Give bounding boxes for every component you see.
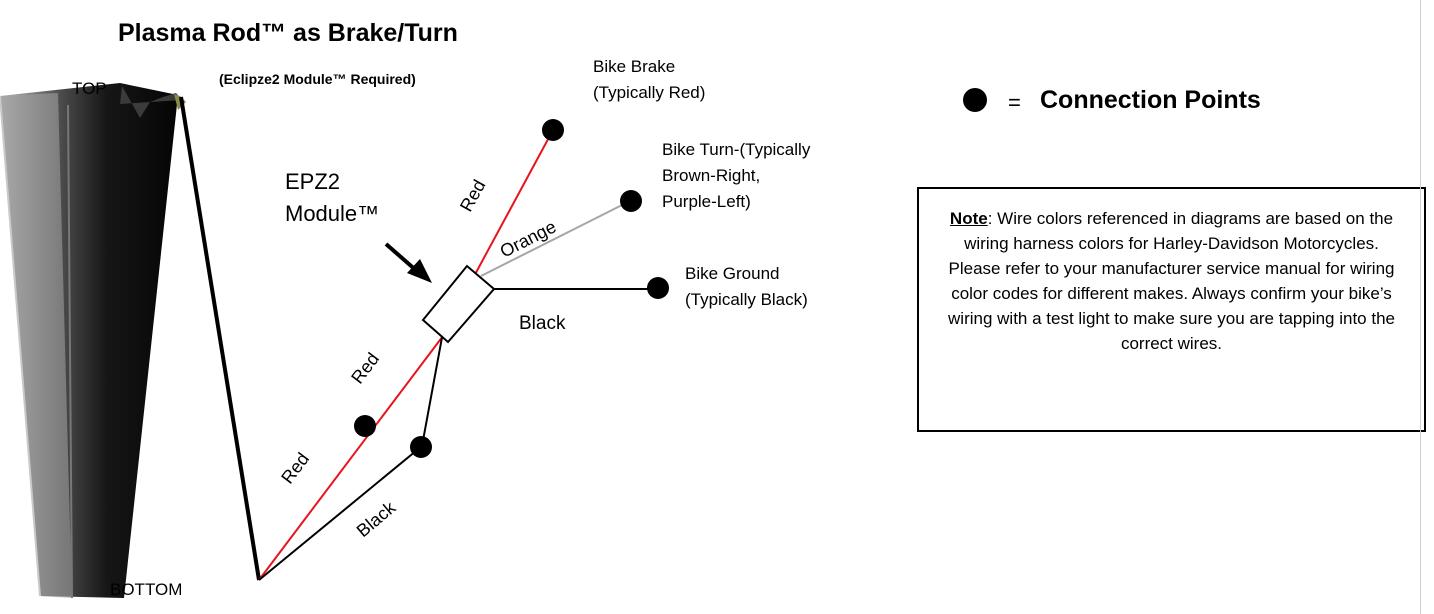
turn-label-line2: Brown-Right, [662,166,761,185]
diagram-title: Plasma Rod™ as Brake/Turn [118,19,458,47]
connection-point-ground [647,277,669,299]
note-box: Note: Wire colors referenced in diagrams… [917,187,1426,432]
module-arrow-head [407,259,432,283]
connection-point-brake [542,119,564,141]
wire-label-lower-black: Black [353,497,400,541]
page-edge-divider [1420,0,1421,614]
legend-connection-dot-icon [963,88,987,112]
rod-lead-wire [179,96,261,581]
connection-point-black-splice [410,436,432,458]
wire-label-upper-red: Red [456,176,490,215]
brake-label-line1: Bike Brake [593,57,676,76]
wire-lower-black [258,445,423,581]
ground-label-line2: (Typically Black) [685,290,808,309]
legend-connection-points: Connection Points [1040,86,1261,114]
wire-label-lower-red-rod: Red [277,449,313,487]
connection-point-red-splice [354,415,376,437]
turn-label-line3: Purple-Left) [662,192,751,211]
note-text: Note: Wire colors referenced in diagrams… [937,206,1406,356]
plasma-rod-image [0,83,186,599]
module-label-line1: EPZ2 [285,169,341,194]
wire-orange [480,200,631,277]
wire-black-to-module [421,331,444,447]
ground-label-line1: Bike Ground [685,264,780,283]
turn-label-line1: Bike Turn-(Typically [662,140,811,159]
note-body: : Wire colors referenced in diagrams are… [948,209,1395,353]
rod-top-label: TOP [72,79,107,98]
diagram-subtitle: (Eclipze2 Module™ Required) [219,71,416,87]
brake-label-line2: (Typically Red) [593,83,706,102]
module-label-line2: Module™ [285,201,380,226]
wire-label-orange: Orange [497,216,560,261]
legend-equals: = [1008,90,1021,115]
wire-label-lower-red-module: Red [347,349,383,387]
wire-label-black-ground: Black [519,313,566,334]
connection-point-turn [620,190,642,212]
wire-lower-red [258,331,447,581]
note-heading: Note [949,209,988,228]
rod-bottom-label: BOTTOM [110,580,183,599]
wire-upper-red [471,129,554,281]
epz2-module-box [421,264,496,344]
